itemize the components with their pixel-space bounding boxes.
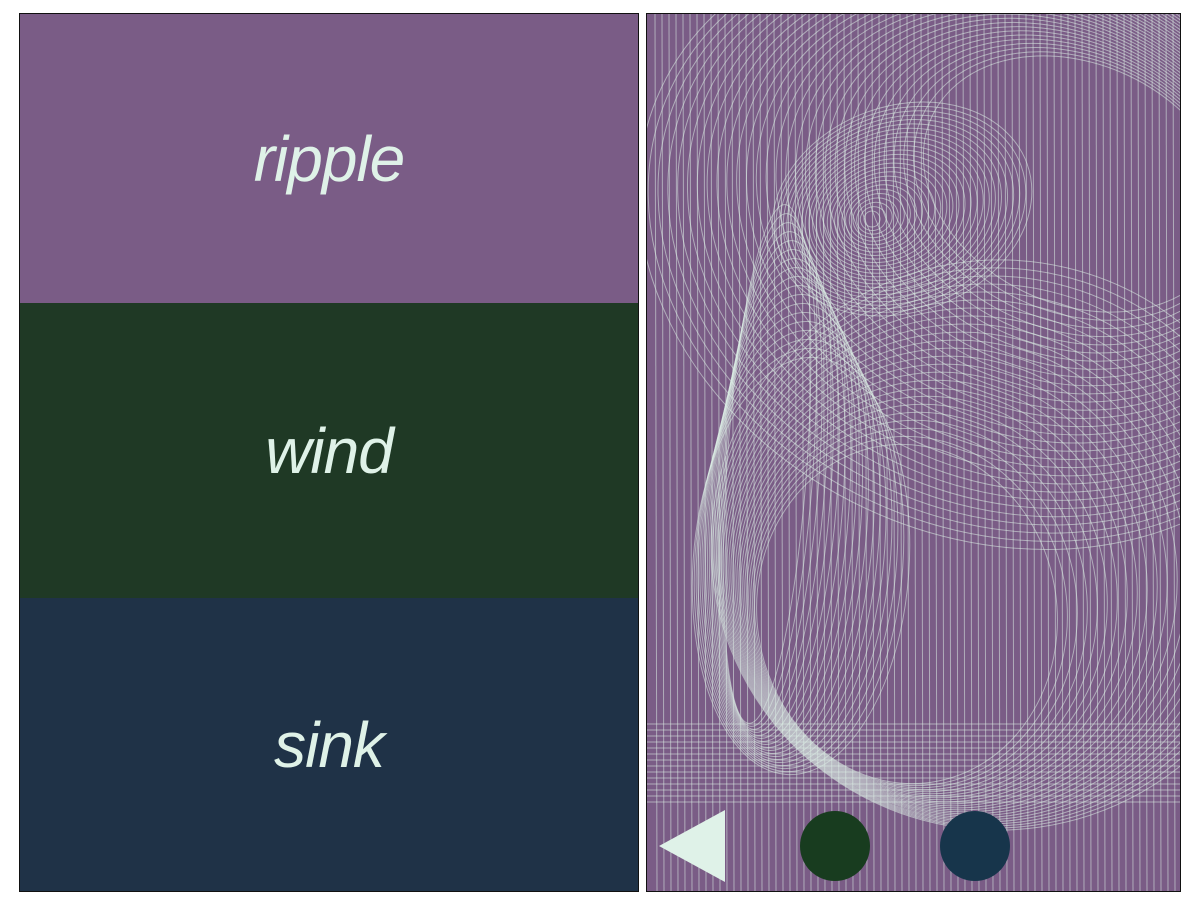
menu-item-label: ripple [253,122,406,195]
back-button[interactable] [659,810,731,882]
wind-mode-button[interactable] [800,811,870,881]
triangle-left-icon [659,810,725,882]
menu-item-sink[interactable]: sink [20,598,638,891]
ripple-canvas[interactable] [647,14,1181,892]
drawing-screen [646,13,1181,892]
menu-item-ripple[interactable]: ripple [20,14,638,303]
mode-menu: ripple wind sink [19,13,639,892]
menu-item-wind[interactable]: wind [20,303,638,598]
control-bar [647,14,1180,891]
menu-item-label: wind [265,414,394,487]
sink-mode-button[interactable] [940,811,1010,881]
menu-item-label: sink [274,708,385,781]
